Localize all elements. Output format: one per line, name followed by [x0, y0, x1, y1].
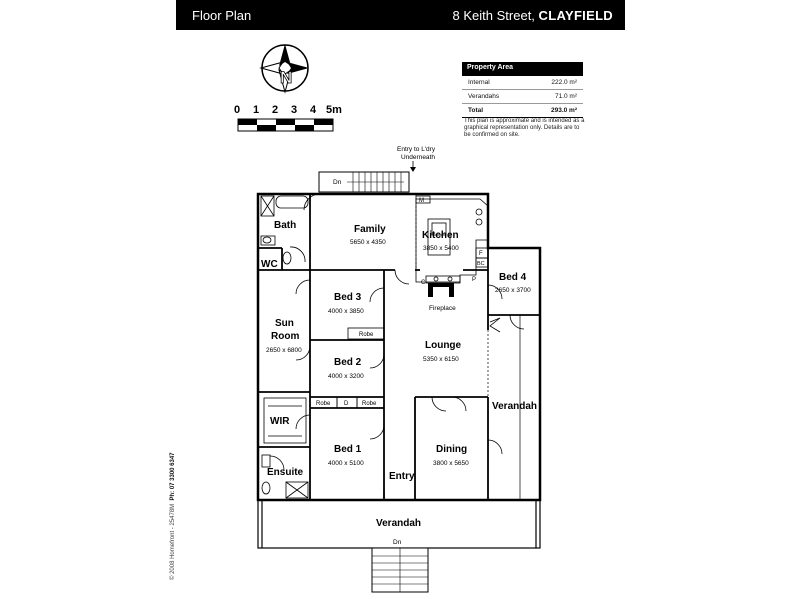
scale-tick-label: 1 — [253, 104, 259, 116]
property-area-table: Property Area Internal 222.0 m² Verandah… — [462, 62, 583, 118]
scale-tick-label: 4 — [310, 104, 317, 116]
stairs-down-label: Dn — [393, 539, 402, 546]
room-sunroom-l2: Room — [271, 331, 299, 342]
scale-bar: 0 1 2 3 4 5m — [234, 104, 342, 132]
room-family-size: 5650 x 4350 — [350, 239, 386, 246]
room-verandah-side: Verandah — [492, 401, 537, 412]
area-value: 222.0 m² — [551, 79, 577, 86]
robe-label: Robe — [362, 401, 377, 407]
area-label: Internal — [468, 79, 490, 86]
door-d-label: D — [344, 401, 349, 407]
header-bar: Floor Plan 8 Keith Street, CLAYFIELD — [176, 0, 625, 30]
address-street: 8 Keith Street, — [452, 8, 535, 23]
room-wir: WIR — [270, 416, 290, 427]
room-lounge-size: 5350 x 6150 — [423, 356, 459, 363]
room-bath: Bath — [274, 220, 296, 231]
area-value: 293.0 m² — [550, 107, 577, 114]
fireplace-label: Fireplace — [429, 305, 456, 312]
scale-tick-label: 2 — [272, 104, 278, 116]
entry-laundry-note: Entry to L'dry — [397, 146, 436, 153]
microwave-label: M — [419, 198, 424, 204]
room-verandah-front: Verandah — [376, 518, 421, 529]
page-title: Floor Plan — [192, 8, 252, 23]
room-dining-size: 3800 x 5650 — [433, 460, 469, 467]
outer-walls — [256, 192, 542, 502]
room-bed1: Bed 1 — [334, 444, 362, 455]
front-stairs: Dn — [371, 539, 429, 593]
north-compass-icon: N — [259, 44, 309, 94]
door-swings — [269, 193, 525, 471]
pantry-label: P — [472, 277, 476, 283]
scale-tick-label: 0 — [234, 104, 240, 116]
area-label: Verandahs — [468, 93, 500, 100]
property-address: 8 Keith Street, CLAYFIELD — [453, 8, 613, 23]
scale-tick-label: 3 — [291, 104, 297, 116]
entry-laundry-note: Underneath — [401, 154, 435, 161]
room-bed3: Bed 3 — [334, 292, 362, 303]
room-entry: Entry — [389, 471, 415, 482]
robe-label: Robe — [359, 332, 374, 338]
room-bed4-size: 2650 x 3700 — [495, 287, 531, 294]
room-lounge: Lounge — [425, 340, 462, 351]
robe-label: Robe — [316, 401, 331, 407]
scale-tick-label: 5m — [326, 104, 342, 116]
room-sunroom-l1: Sun — [275, 318, 294, 329]
room-bed2-size: 4000 x 3200 — [328, 373, 364, 380]
property-area-heading: Property Area — [462, 62, 583, 76]
room-bed4: Bed 4 — [499, 272, 527, 283]
room-ensuite: Ensuite — [267, 467, 304, 478]
room-sunroom-size: 2650 x 6800 — [266, 347, 302, 354]
bath-fittings — [260, 195, 309, 499]
top-stairs: Dn — [318, 171, 410, 193]
room-labels: Bath WC Family 5650 x 4350 Kitchen 3850 … — [261, 220, 537, 529]
room-bed2: Bed 2 — [334, 357, 362, 368]
area-row-total: Total 293.0 m² — [462, 104, 583, 118]
fireplace-icon: Fireplace — [428, 283, 456, 312]
room-bed1-size: 4000 x 5100 — [328, 460, 364, 467]
area-row-internal: Internal 222.0 m² — [462, 76, 583, 90]
room-bed3-size: 4000 x 3850 — [328, 308, 364, 315]
area-label: Total — [468, 107, 484, 114]
room-family: Family — [354, 224, 386, 235]
area-value: 71.0 m² — [554, 93, 577, 100]
room-wc: WC — [261, 259, 278, 270]
disclaimer-text: This plan is approximate and is intended… — [464, 118, 585, 138]
room-dining: Dining — [436, 444, 467, 455]
broom-cupboard-label: BC — [477, 261, 485, 267]
stairs-down-label: Dn — [333, 179, 342, 186]
fridge-label: F — [479, 251, 483, 257]
cupboard-label: C — [421, 280, 426, 286]
address-suburb: CLAYFIELD — [538, 8, 613, 23]
area-row-verandahs: Verandahs 71.0 m² — [462, 90, 583, 104]
room-kitchen-size: 3850 x 5400 — [423, 245, 459, 252]
svg-text:N: N — [280, 68, 292, 87]
room-kitchen: Kitchen — [422, 230, 459, 241]
